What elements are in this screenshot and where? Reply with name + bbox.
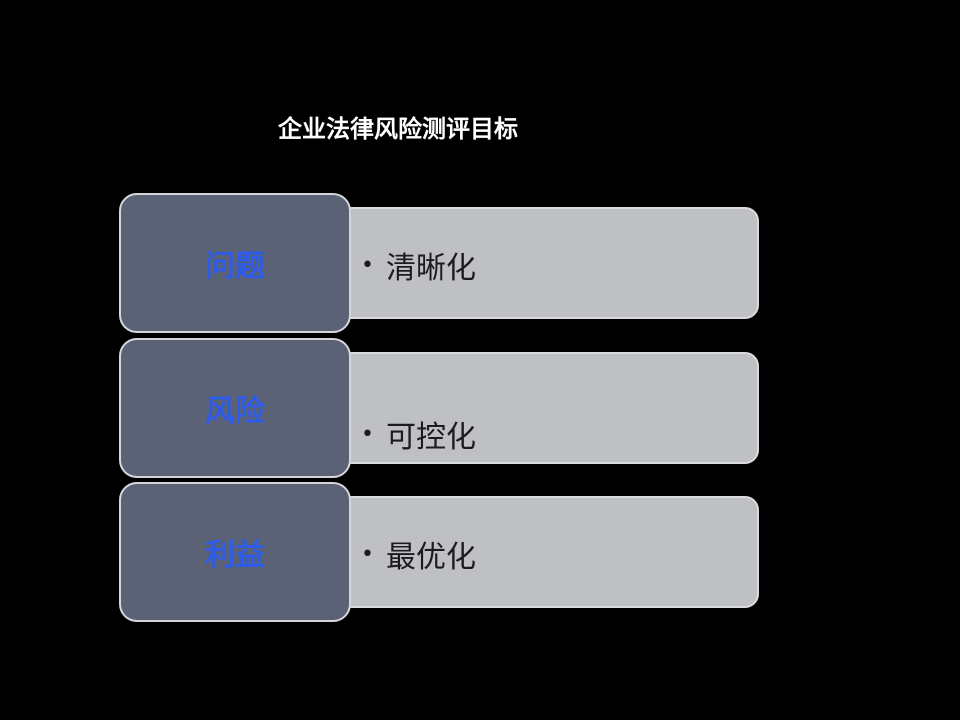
detail-box: [319, 352, 759, 464]
bullet-item: • 最优化: [361, 532, 476, 576]
bullet-dot-icon: •: [361, 252, 374, 278]
detail-box: [319, 207, 759, 319]
label-box: 利益: [119, 482, 351, 622]
label-text: 利益: [205, 538, 265, 573]
bullet-text: 清晰化: [385, 251, 476, 286]
detail-box: [319, 496, 759, 608]
bullet-dot-icon: •: [361, 421, 374, 447]
bullet-item: • 清晰化: [361, 243, 476, 287]
label-text: 风险: [205, 394, 265, 429]
diagram-row-problem: 问题 • 清晰化: [119, 193, 763, 333]
label-box: 问题: [119, 193, 351, 333]
bullet-dot-icon: •: [361, 541, 374, 567]
label-box: 风险: [119, 338, 351, 478]
bullet-text: 可控化: [385, 420, 476, 455]
diagram-row-risk: 风险 • 可控化: [119, 338, 763, 478]
slide-title: 企业法律风险测评目标: [278, 114, 518, 143]
bullet-text: 最优化: [385, 540, 476, 575]
label-text: 问题: [205, 249, 265, 284]
diagram-row-benefit: 利益 • 最优化: [119, 482, 763, 622]
bullet-item: • 可控化: [361, 412, 476, 456]
